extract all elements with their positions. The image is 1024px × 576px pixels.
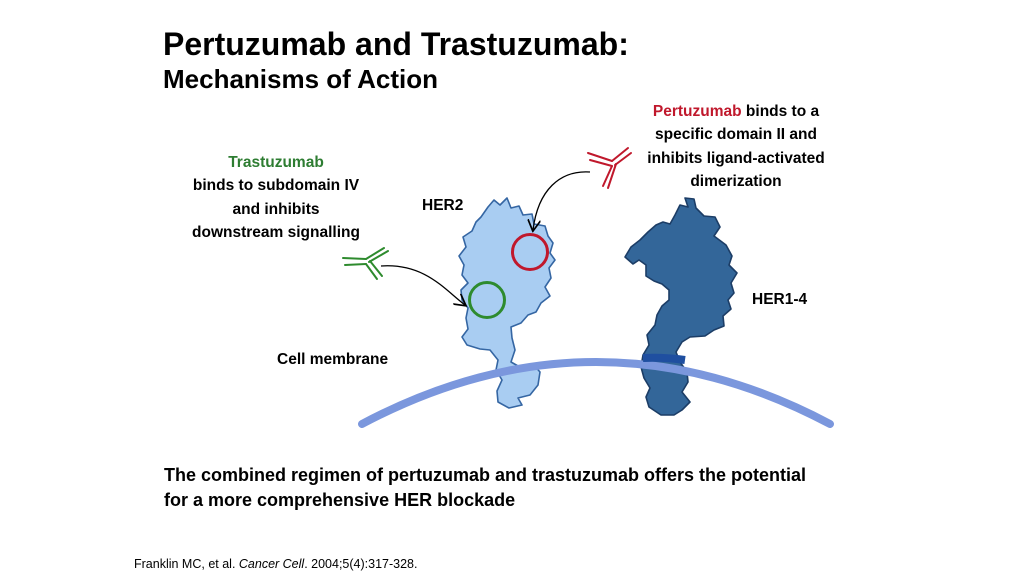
membrane-overlap: [642, 353, 686, 364]
her1-4-label: HER1-4: [752, 291, 808, 308]
trastuzumab-antibody-icon: [342, 247, 389, 280]
trastuzumab-line-2: and inhibits: [232, 200, 320, 218]
pertuzumab-line-1-rest: binds to a: [741, 103, 820, 120]
pertuzumab-antibody-icon: [587, 147, 632, 189]
citation: Franklin MC, et al. Cancer Cell. 2004;5(…: [134, 557, 417, 571]
pertuzumab-line-3: inhibits ligand-activated: [647, 149, 825, 167]
trastuzumab-arrow: [380, 265, 465, 305]
citation-journal: Cancer Cell: [238, 557, 305, 571]
pertuzumab-line-1: Pertuzumab binds to a: [620, 100, 852, 123]
trastuzumab-line-1: binds to subdomain IV: [192, 177, 360, 195]
title-line-2: Mechanisms of Action: [163, 63, 438, 94]
pertuzumab-binding-site: [511, 233, 549, 271]
conclusion-line-2: for a more comprehensive HER blockade: [164, 490, 516, 511]
trastuzumab-binding-site: [468, 281, 506, 319]
her2-receptor: [458, 197, 556, 409]
pertuzumab-line-4: dimerization: [690, 172, 782, 190]
conclusion-line-1: The combined regimen of pertuzumab and t…: [164, 465, 807, 485]
pertuzumab-name: Pertuzumab: [652, 103, 742, 120]
citation-authors: Franklin MC, et al.: [134, 557, 239, 571]
citation-details: . 2004;5(4):317-328.: [304, 557, 418, 571]
cell-membrane-label: Cell membrane: [277, 351, 389, 368]
slide-title: Pertuzumab and Trastuzumab: Mechanisms o…: [163, 26, 629, 95]
cell-membrane: [358, 358, 834, 428]
trastuzumab-line-3: downstream signalling: [192, 223, 360, 241]
pertuzumab-description: Pertuzumab binds to a specific domain II…: [620, 100, 852, 193]
conclusion-text: The combined regimen of pertuzumab and t…: [164, 463, 864, 513]
pertuzumab-line-2: specific domain II and: [655, 126, 817, 144]
trastuzumab-name: Trastuzumab: [228, 154, 324, 171]
trastuzumab-description: Trastuzumab binds to subdomain IV and in…: [165, 151, 387, 244]
title-line-1: Pertuzumab and Trastuzumab:: [163, 26, 629, 62]
pertuzumab-arrow: [533, 171, 591, 230]
her2-label: HER2: [422, 197, 464, 214]
